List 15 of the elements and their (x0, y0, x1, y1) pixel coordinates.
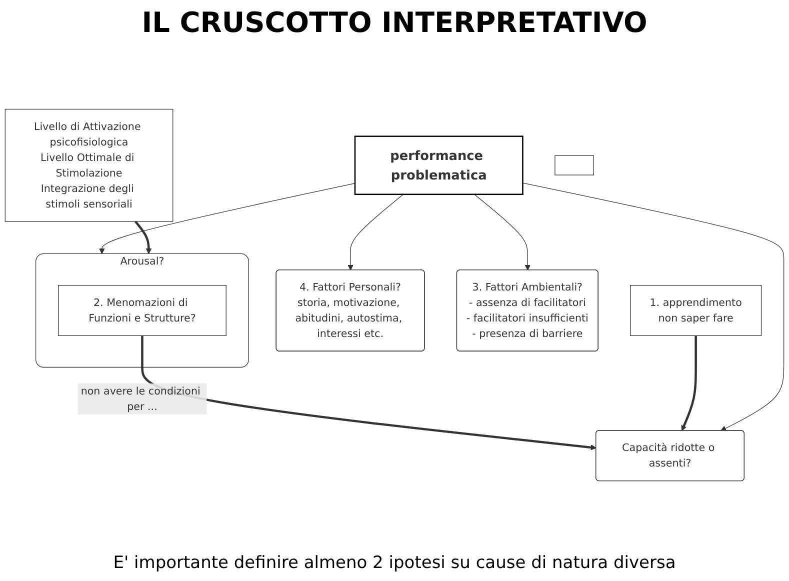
arrow (522, 182, 784, 432)
node-box: performance problematica (354, 136, 524, 196)
arrow (99, 183, 356, 254)
title: IL CRUSCOTTO INTERPRETATIVO (140, 6, 648, 39)
node-box: 2. Menomazioni di Funzioni e Strutture? (58, 285, 226, 336)
edge-label: non avere le condizioni per ... (80, 384, 200, 412)
arrow (681, 336, 697, 432)
arrow (348, 194, 404, 270)
arrow (474, 194, 530, 270)
arrow (134, 220, 152, 254)
node-box: Livello di Attivazione psicofisiologica Livello Ottimale di Stimolazione Integrazione degli stimoli sensoriali (4, 108, 174, 222)
node-box: 1. apprendimento non saper fare (630, 285, 762, 336)
caption: E' importante definire almeno 2 ipotesi su cause di natura diversa (112, 553, 677, 573)
node-box (554, 155, 594, 176)
arrow (141, 336, 596, 450)
